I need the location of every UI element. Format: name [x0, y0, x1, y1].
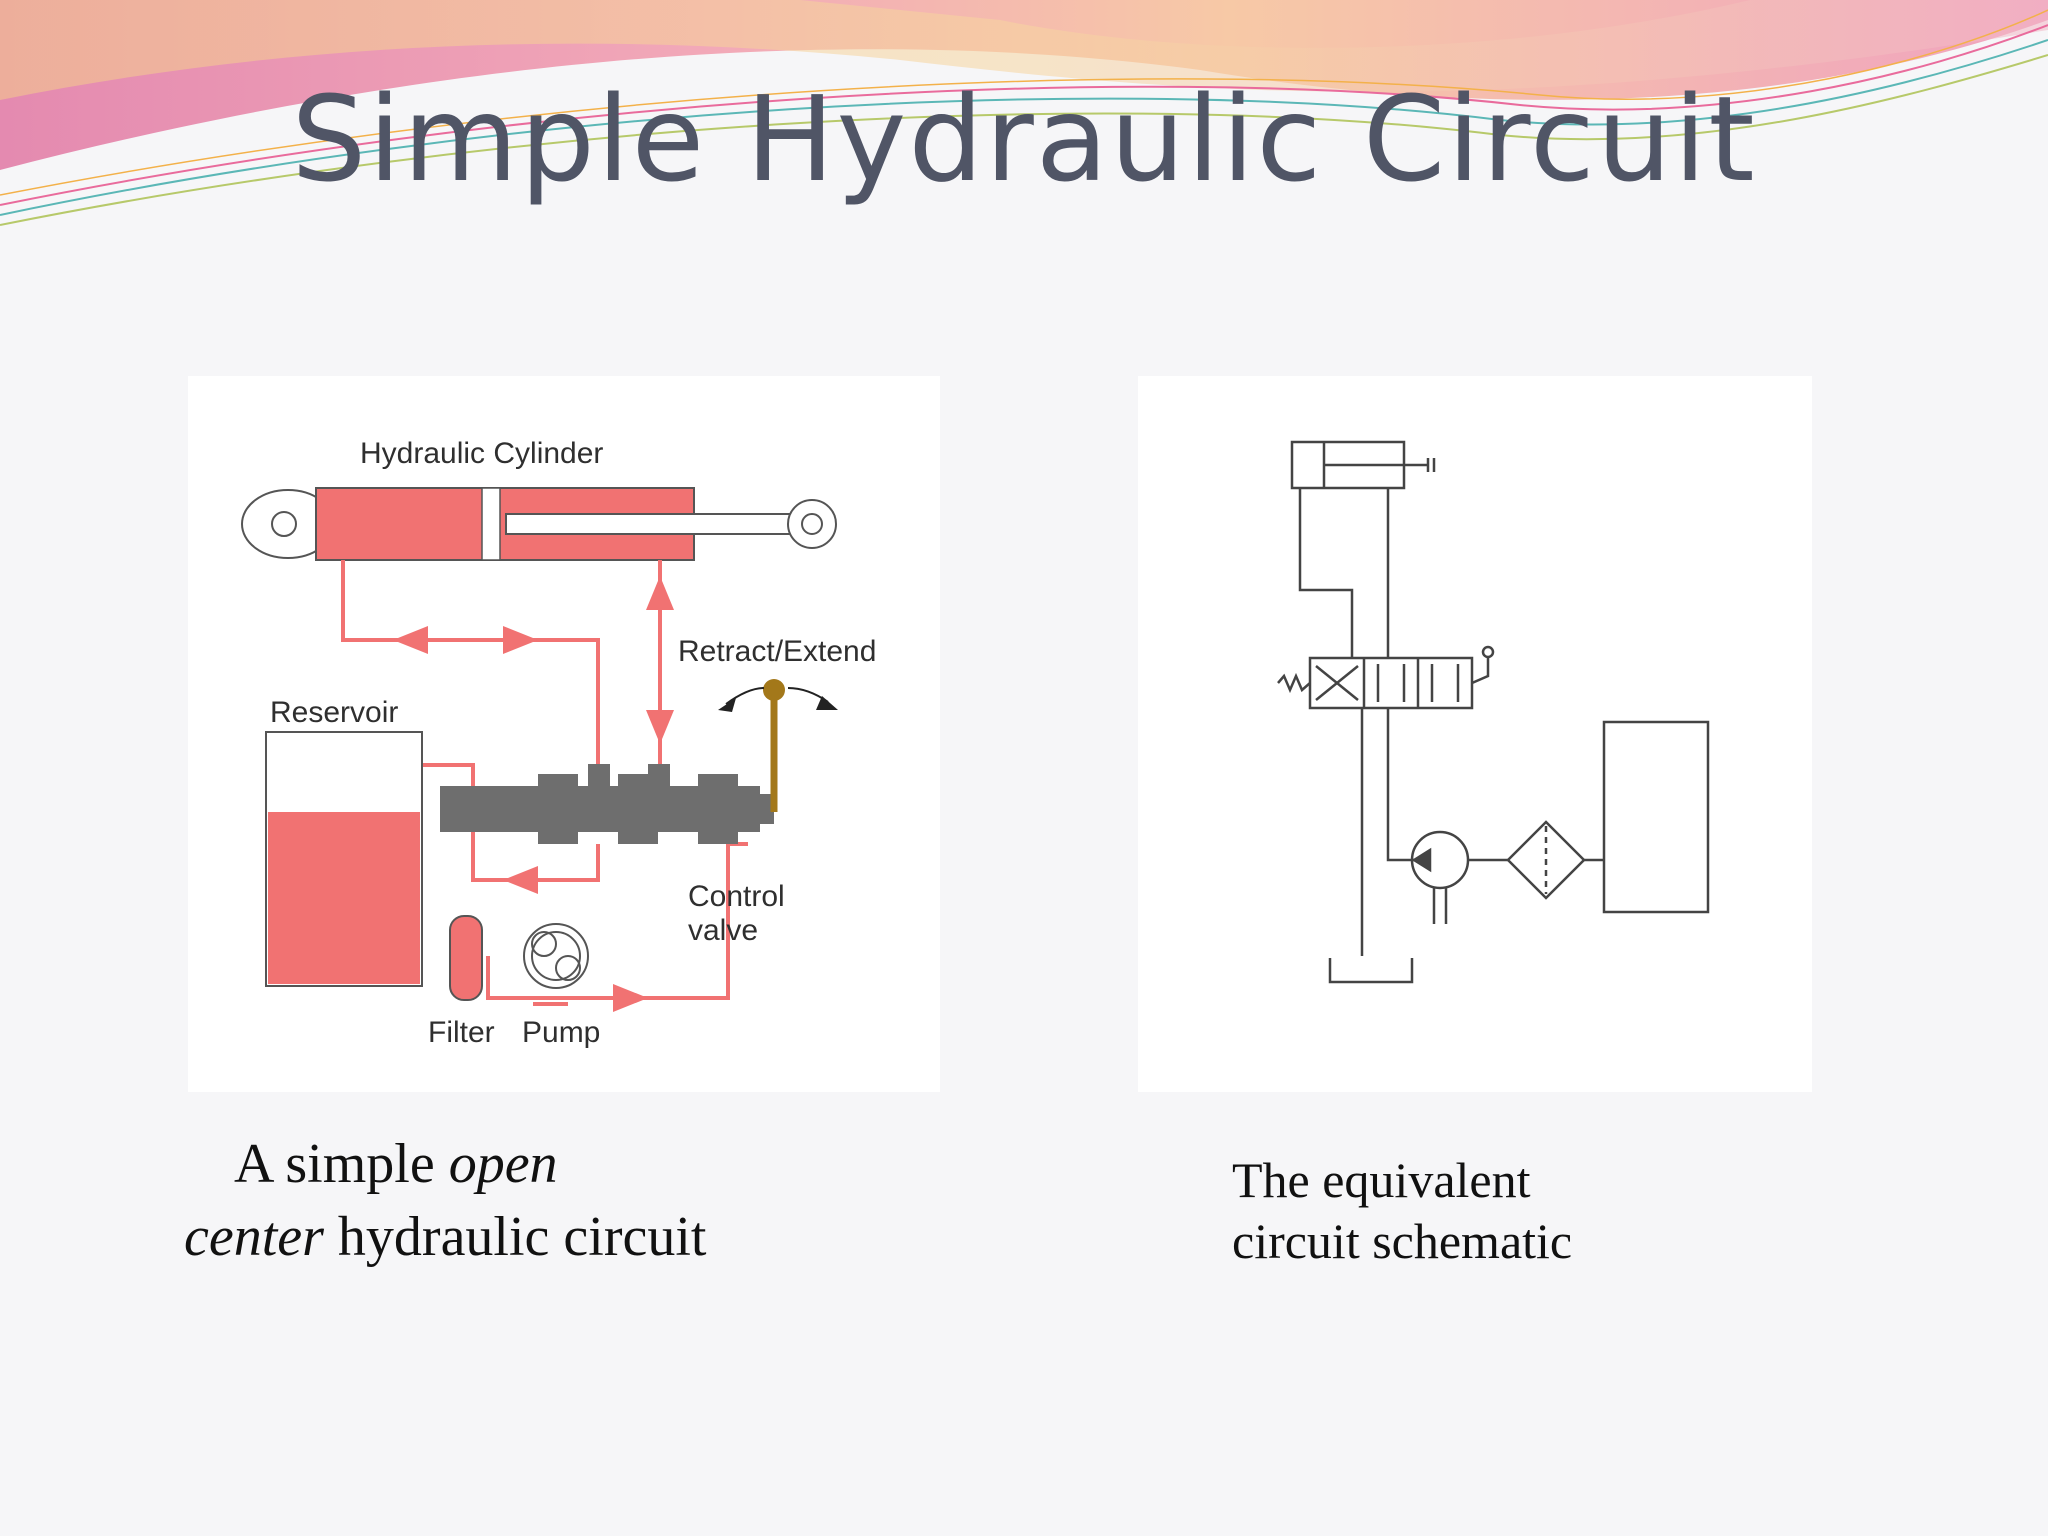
right-diagram-caption: The equivalent circuit schematic	[1232, 1150, 1792, 1272]
schematic-reservoir-symbol	[1602, 720, 1710, 914]
decorative-header-swoosh	[0, 0, 2048, 226]
hydraulic-cylinder	[241, 487, 837, 561]
reservoir	[265, 731, 423, 987]
left-diagram-caption: A simple open center hydraulic circuit	[184, 1128, 904, 1274]
left-caption-line2-normal: hydraulic circuit	[323, 1205, 707, 1268]
pump	[523, 923, 589, 989]
slide-title: Simple Hydraulic Circuit	[291, 70, 1757, 208]
control-valve-label-line1: Control	[688, 880, 785, 913]
schematic-filter-symbol	[1506, 820, 1586, 900]
left-caption-line1-italic: open	[448, 1133, 558, 1195]
right-caption-line1: The equivalent	[1232, 1152, 1531, 1208]
right-caption-line2: circuit schematic	[1232, 1213, 1573, 1269]
control-lever	[718, 679, 838, 812]
schematic-drawing	[1277, 440, 1710, 984]
schematic-directional-valve-symbol	[1277, 645, 1495, 710]
left-caption-line2-italic: center	[184, 1205, 324, 1268]
reservoir-label: Reservoir	[270, 696, 398, 729]
schematic-pump-symbol	[1410, 830, 1470, 924]
circuit-illustration: Hydraulic Cylinder	[241, 437, 876, 1049]
schematic-cylinder-symbol	[1290, 440, 1436, 490]
flow-arrows	[393, 576, 674, 1012]
open-center-circuit-diagram: Hydraulic Cylinder	[188, 376, 940, 1092]
cylinder-label: Hydraulic Cylinder	[360, 437, 603, 470]
retract-extend-label: Retract/Extend	[678, 635, 876, 668]
circuit-schematic	[1138, 376, 1812, 1092]
left-caption-line1-normal: A simple	[234, 1133, 449, 1195]
control-valve-label-line2: valve	[688, 914, 758, 947]
filter-label: Filter	[428, 1016, 495, 1049]
filter	[449, 915, 483, 1001]
pump-label: Pump	[522, 1016, 600, 1049]
left-caption-line2: center hydraulic circuit	[184, 1201, 904, 1274]
control-valve	[440, 764, 774, 844]
left-caption-line1: A simple open	[184, 1128, 904, 1201]
